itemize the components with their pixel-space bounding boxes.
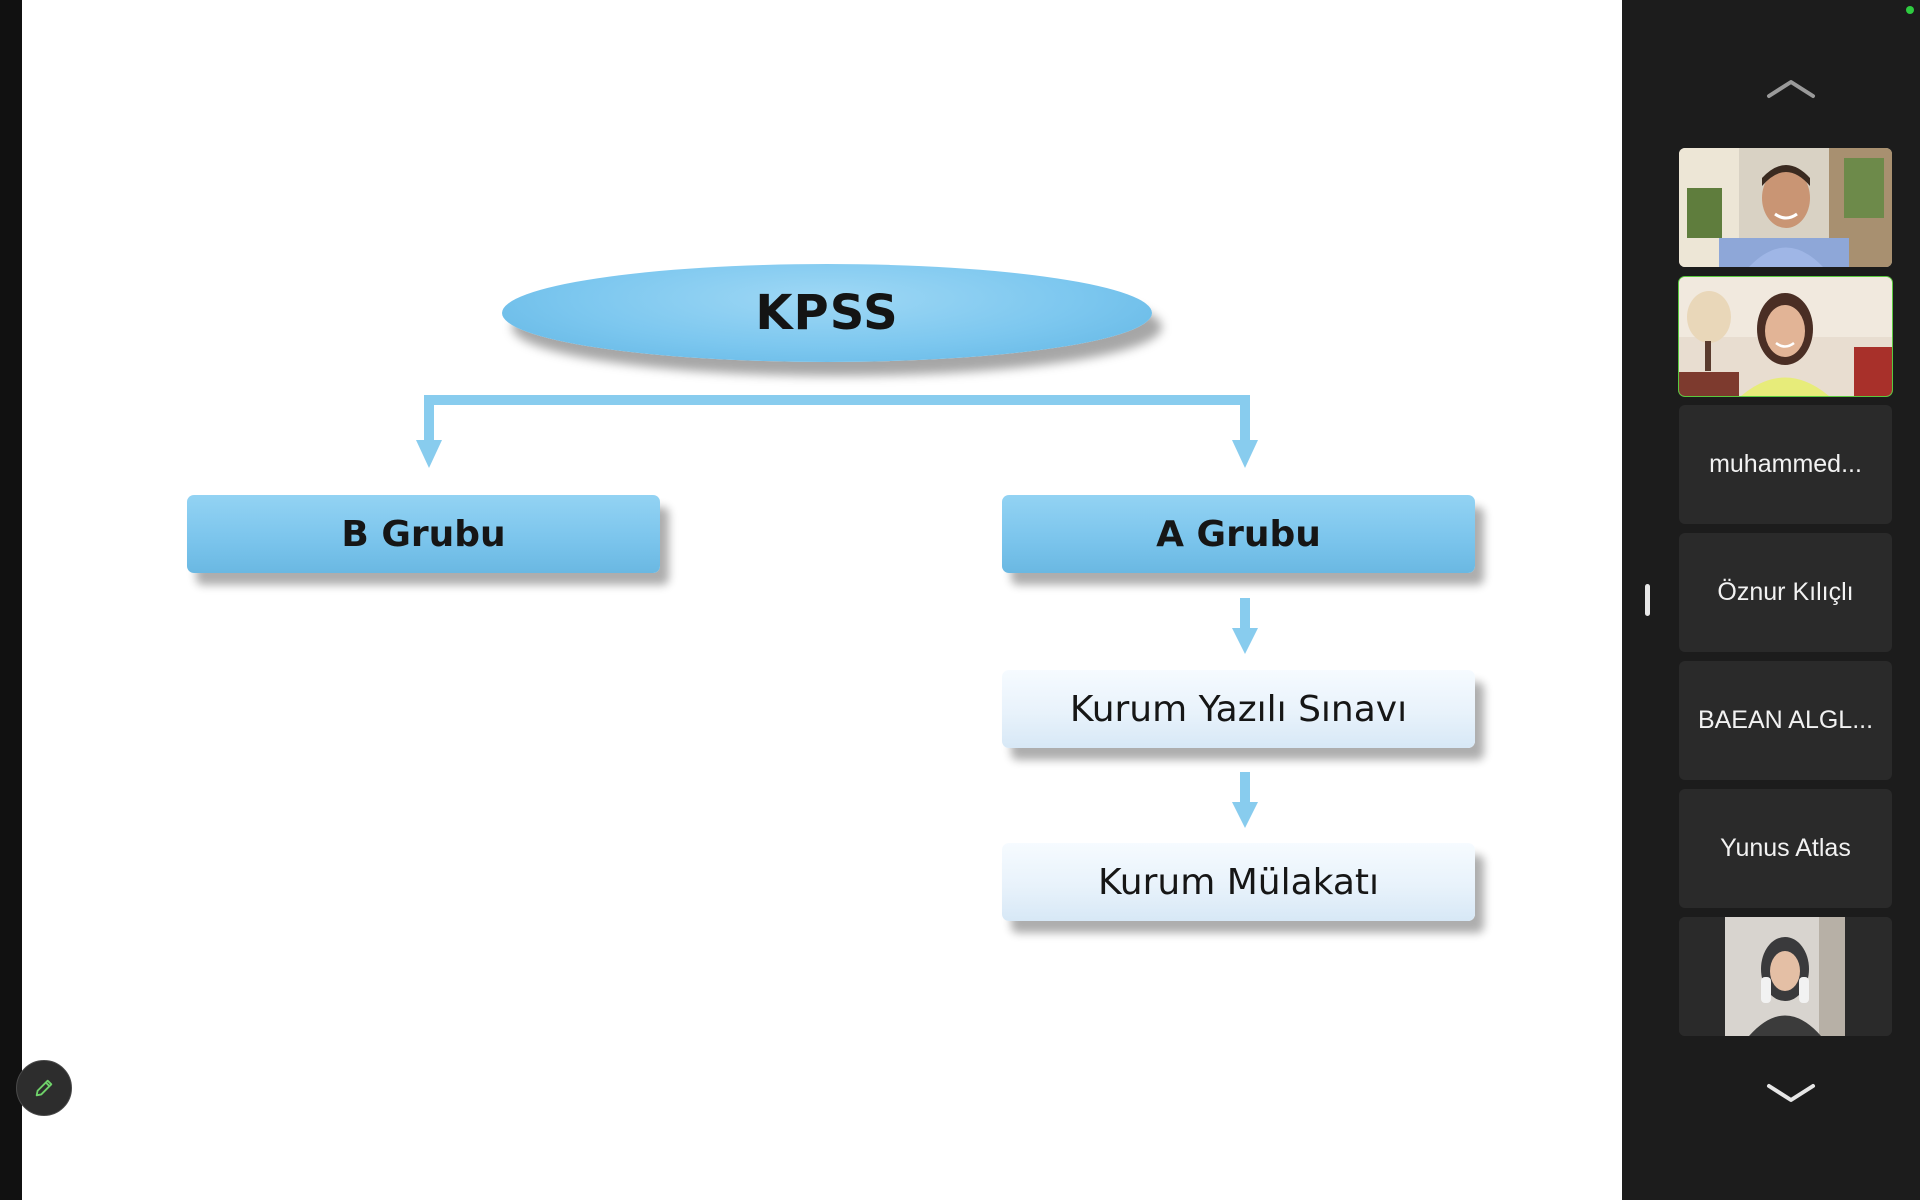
scrollbar-handle[interactable] [1645,584,1650,616]
arrow-to-b-grubu [416,440,442,468]
arrow-to-mulakat [1232,802,1258,828]
drop-to-mulakat [1240,772,1250,808]
drop-to-yazili [1240,598,1250,634]
node-kurum-mulakati-label: Kurum Mülakatı [1097,861,1380,903]
participant-tile-yunus[interactable]: Yunus Atlas [1679,789,1892,908]
window-edge [0,0,22,1200]
participant-video-man [1679,148,1892,267]
participant-video-woman-hijab [1679,917,1892,1036]
node-a-grubu: A Grubu [1002,495,1475,573]
node-b-grubu-label: B Grubu [341,513,506,555]
chevron-down-icon [1767,1084,1815,1102]
right-drop [1240,395,1250,445]
node-kurum-yazili-sinavi: Kurum Yazılı Sınavı [1002,670,1475,748]
participant-name: Öznur Kılıçlı [1717,578,1854,606]
node-kpss: KPSS [502,264,1152,362]
participant-name: muhammed... [1709,450,1862,478]
pencil-icon [35,1079,53,1097]
node-kurum-yazili-sinavi-label: Kurum Yazılı Sınavı [1069,688,1408,730]
node-kurum-mulakati: Kurum Mülakatı [1002,843,1475,921]
diagram-connectors [416,395,1258,828]
annotate-button[interactable] [16,1060,72,1116]
scroll-down-button[interactable] [1761,1078,1821,1108]
participant-tile-active-speaker[interactable] [1678,276,1893,397]
arrow-to-yazili [1232,628,1258,654]
participant-name: Yunus Atlas [1720,834,1851,862]
shared-screen: KPSS B Grubu A Grubu Kurum Yazılı Sınavı… [22,0,1622,1200]
participant-video-woman [1679,277,1892,396]
participant-name: BAEAN ALGL... [1697,706,1874,734]
chevron-up-icon [1767,80,1815,98]
participant-tile-oznur[interactable]: Öznur Kılıçlı [1679,533,1892,652]
participant-tile-video-portrait[interactable] [1679,917,1892,1036]
recording-status-dot [1906,6,1914,14]
left-drop [424,395,434,445]
participant-tile-baean[interactable]: BAEAN ALGL... [1679,661,1892,780]
participant-tile-video[interactable] [1679,148,1892,267]
node-a-grubu-label: A Grubu [1156,513,1321,555]
arrow-to-a-grubu [1232,440,1258,468]
branch-bar [424,395,1250,405]
node-b-grubu: B Grubu [187,495,660,573]
scroll-up-button[interactable] [1761,74,1821,104]
participant-tile-muhammed[interactable]: muhammed... [1679,405,1892,524]
node-kpss-label: KPSS [755,285,899,341]
participant-gallery: muhammed... Öznur Kılıçlı BAEAN ALGL... … [1622,0,1920,1200]
